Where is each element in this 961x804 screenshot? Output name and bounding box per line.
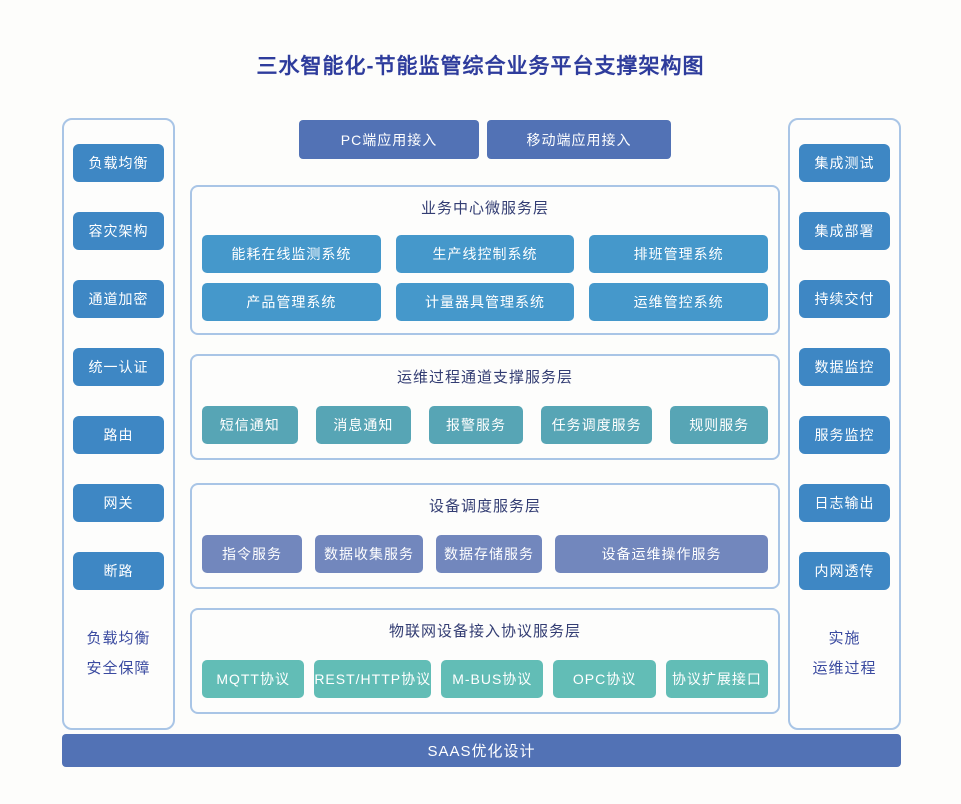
- node-ops-control: 运维管控系统: [589, 283, 768, 321]
- section-business-microservices-grid: 能耗在线监测系统 生产线控制系统 排班管理系统 产品管理系统 计量器具管理系统 …: [202, 235, 768, 321]
- diagram-title: 三水智能化-节能监管综合业务平台支撑架构图: [256, 55, 705, 78]
- right-panel-caption: 实施 运维过程: [812, 624, 876, 684]
- node-data-storage: 数据存储服务: [436, 535, 542, 573]
- node-production-line-control: 生产线控制系统: [395, 235, 575, 273]
- node-continuous-delivery: 持续交付: [799, 280, 890, 318]
- node-energy-monitoring: 能耗在线监测系统: [202, 235, 381, 273]
- node-product-management: 产品管理系统: [202, 283, 381, 321]
- node-message-notify: 消息通知: [315, 406, 412, 444]
- node-protocol-extension: 协议扩展接口: [665, 660, 769, 698]
- node-command-service: 指令服务: [202, 535, 302, 573]
- section-device-scheduling-row: 指令服务 数据收集服务 数据存储服务 设备运维操作服务: [202, 535, 768, 573]
- node-data-monitoring: 数据监控: [799, 348, 890, 386]
- section-iot-protocol: 物联网设备接入协议服务层 MQTT协议 REST/HTTP协议 M-BUS协议 …: [190, 608, 780, 714]
- section-device-scheduling: 设备调度服务层 指令服务 数据收集服务 数据存储服务 设备运维操作服务: [190, 483, 780, 589]
- node-device-ops: 设备运维操作服务: [555, 535, 768, 573]
- section-ops-channel-support: 运维过程通道支撑服务层 短信通知 消息通知 报警服务 任务调度服务 规则服务: [190, 354, 780, 460]
- node-routing: 路由: [73, 416, 164, 454]
- right-panel-caption-line1: 实施: [828, 630, 861, 647]
- node-integration-test: 集成测试: [799, 144, 890, 182]
- node-mobile-access: 移动端应用接入: [487, 120, 671, 159]
- left-panel-caption-line1: 负载均衡: [86, 630, 151, 647]
- left-panel-caption-line2: 安全保障: [86, 660, 151, 677]
- section-ops-channel-support-title: 运维过程通道支撑服务层: [396, 369, 573, 386]
- node-sms-notify: 短信通知: [202, 406, 298, 444]
- node-disaster-recovery: 容灾架构: [73, 212, 164, 250]
- node-rule-service: 规则服务: [670, 406, 768, 444]
- node-metering-device-management: 计量器具管理系统: [395, 283, 575, 321]
- left-panel: 负载均衡 容灾架构 通道加密 统一认证 路由 网关 断路 负载均衡 安全保障: [62, 118, 175, 730]
- node-pc-access: PC端应用接入: [299, 120, 479, 159]
- node-shift-management: 排班管理系统: [589, 235, 768, 273]
- node-alarm-service: 报警服务: [429, 406, 523, 444]
- section-ops-channel-support-row: 短信通知 消息通知 报警服务 任务调度服务 规则服务: [202, 406, 768, 444]
- node-mqtt: MQTT协议: [202, 660, 305, 698]
- node-unified-auth: 统一认证: [73, 348, 164, 386]
- saas-bar: SAAS优化设计: [62, 734, 901, 767]
- right-panel: 集成测试 集成部署 持续交付 数据监控 服务监控 日志输出 内网透传 实施 运维…: [788, 118, 901, 730]
- node-log-output: 日志输出: [799, 484, 890, 522]
- section-iot-protocol-title: 物联网设备接入协议服务层: [388, 623, 581, 640]
- section-business-microservices: 业务中心微服务层 能耗在线监测系统 生产线控制系统 排班管理系统 产品管理系统 …: [190, 185, 780, 335]
- node-gateway: 网关: [73, 484, 164, 522]
- section-device-scheduling-title: 设备调度服务层: [428, 498, 541, 515]
- node-opc: OPC协议: [553, 660, 656, 698]
- node-intranet-tunnel: 内网透传: [799, 552, 890, 590]
- node-load-balancing: 负载均衡: [73, 144, 164, 182]
- node-service-monitoring: 服务监控: [799, 416, 890, 454]
- section-business-microservices-title: 业务中心微服务层: [420, 200, 549, 217]
- section-iot-protocol-row: MQTT协议 REST/HTTP协议 M-BUS协议 OPC协议 协议扩展接口: [202, 660, 769, 698]
- node-integration-deploy: 集成部署: [799, 212, 890, 250]
- node-channel-encryption: 通道加密: [73, 280, 164, 318]
- app-access-row: PC端应用接入 移动端应用接入: [190, 120, 780, 159]
- node-task-scheduling: 任务调度服务: [540, 406, 653, 444]
- node-m-bus: M-BUS协议: [441, 660, 544, 698]
- node-circuit-breaker: 断路: [73, 552, 164, 590]
- left-panel-caption: 负载均衡 安全保障: [86, 624, 150, 684]
- node-data-collection: 数据收集服务: [315, 535, 423, 573]
- node-rest-http: REST/HTTP协议: [314, 660, 432, 698]
- right-panel-caption-line2: 运维过程: [812, 660, 877, 677]
